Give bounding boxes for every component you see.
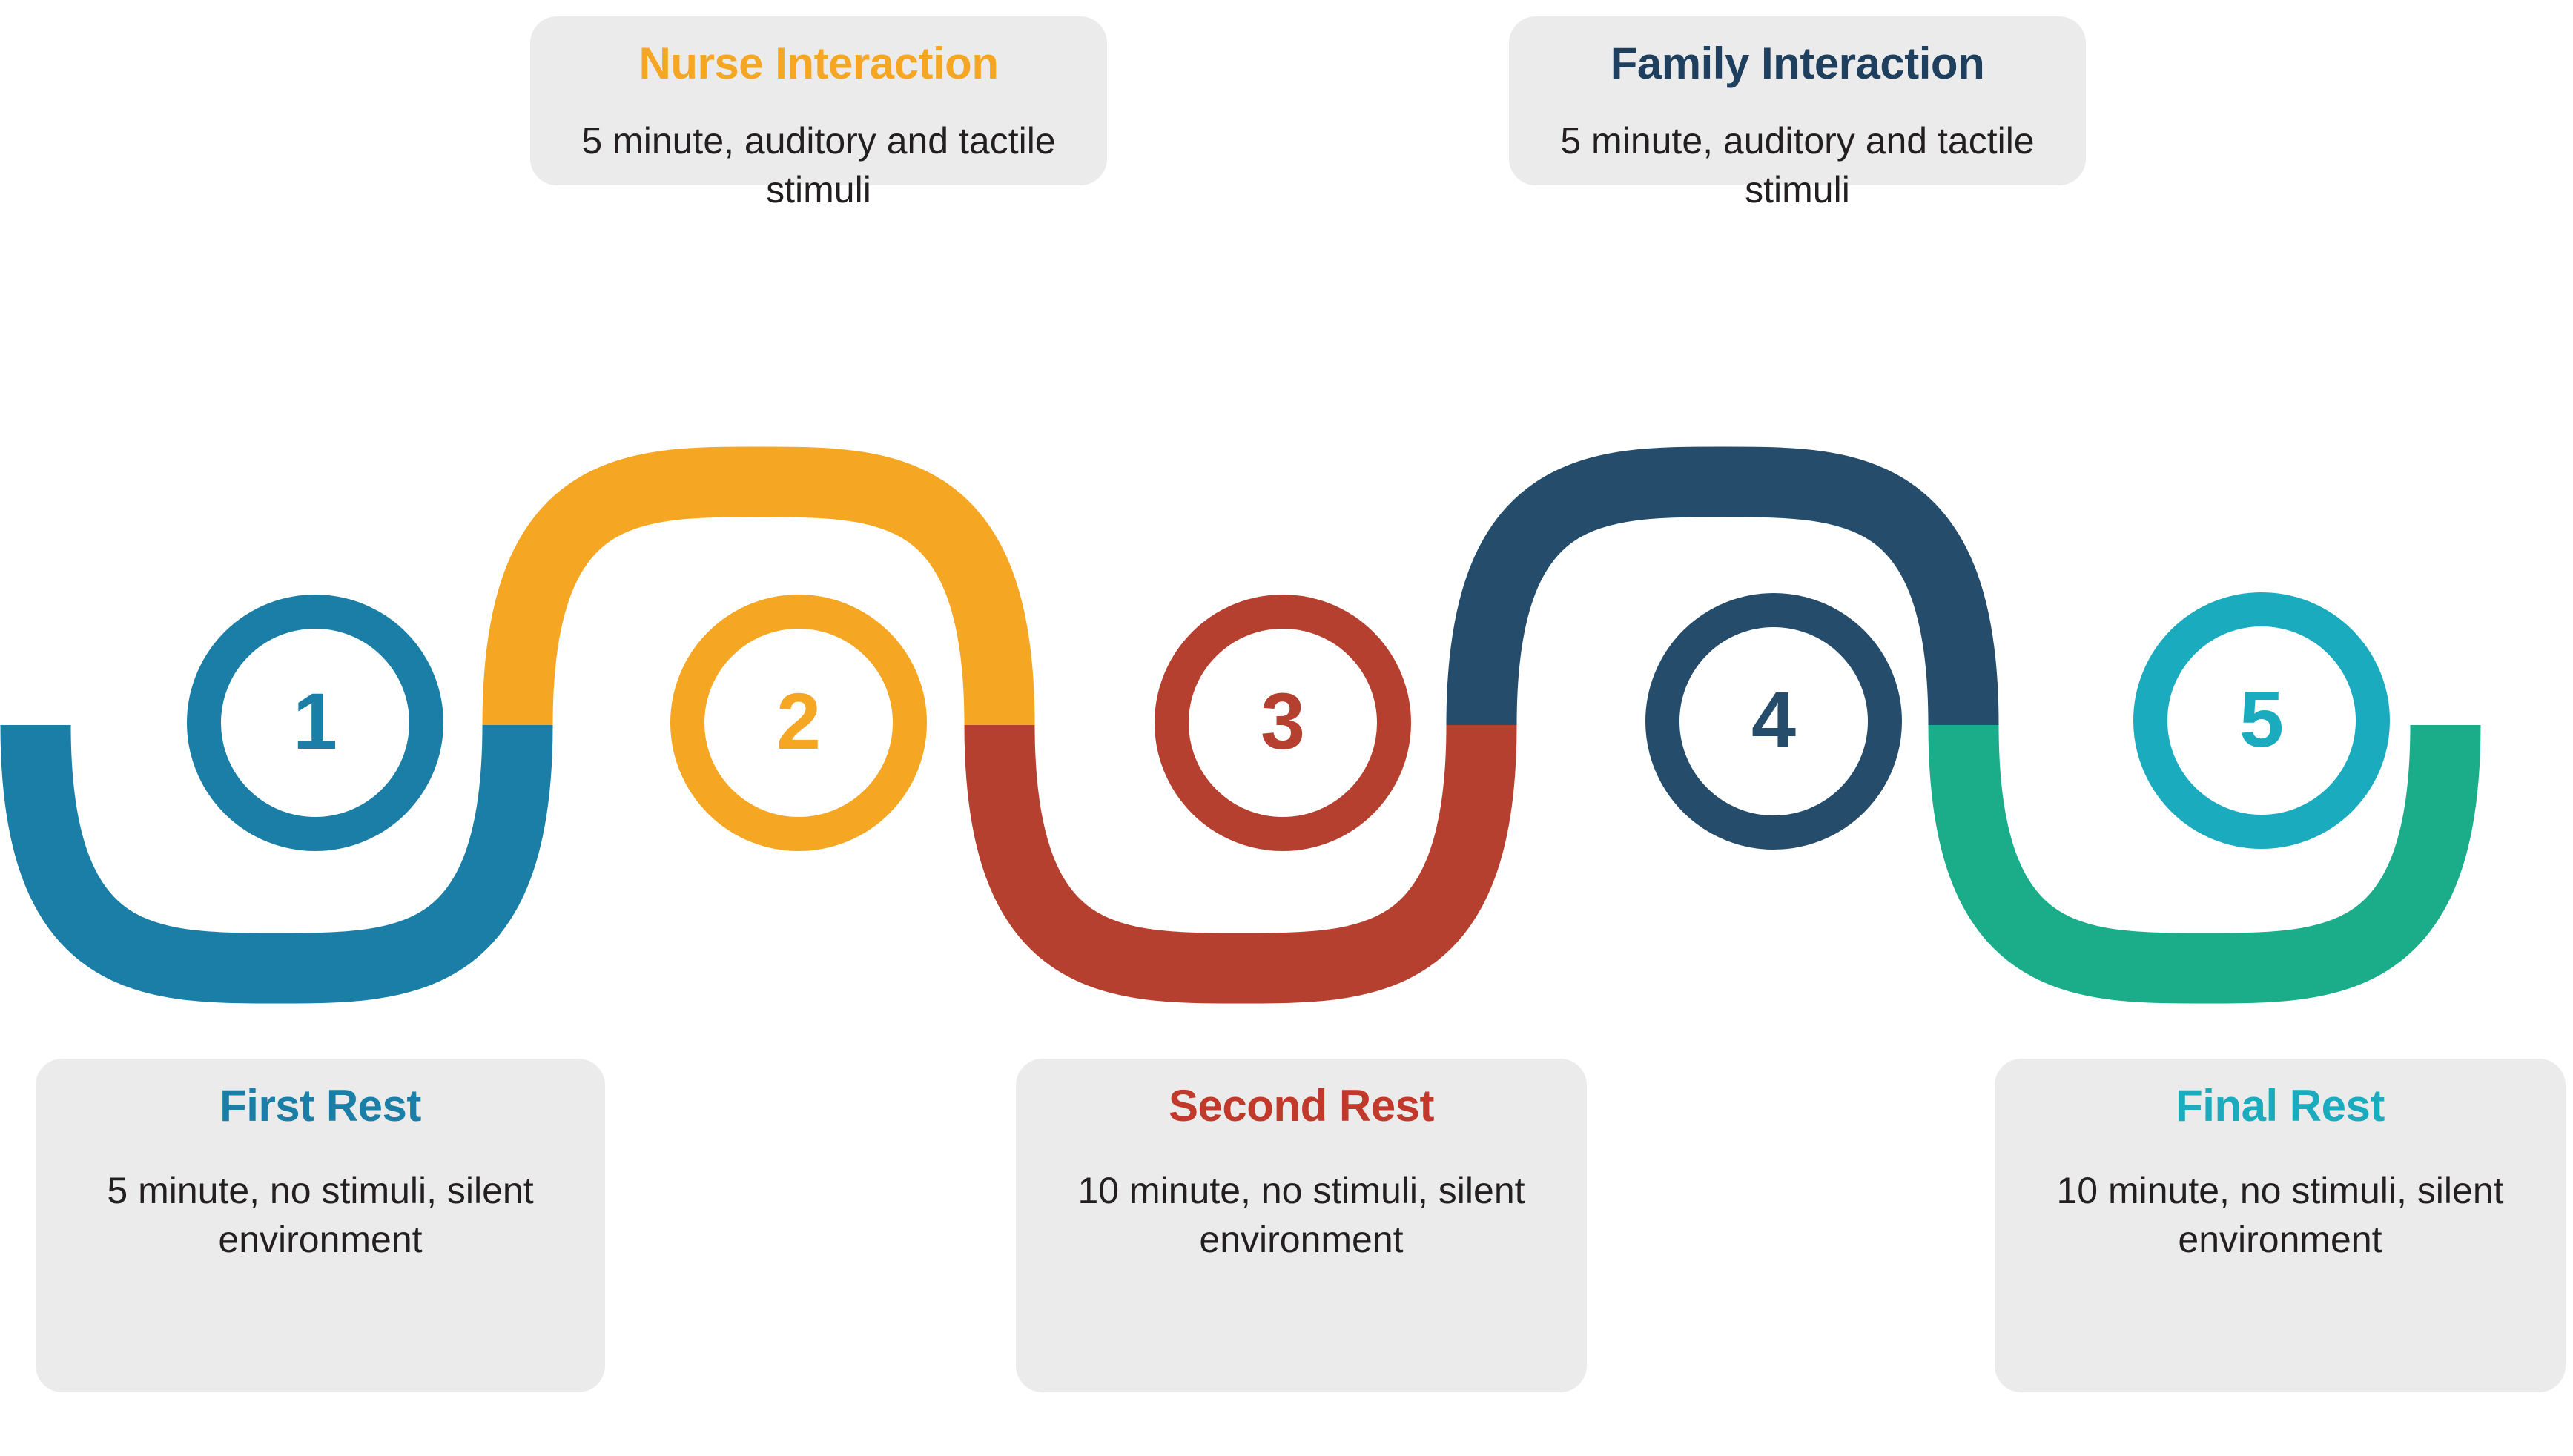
card-body-second-rest: 10 minute, no stimuli, silent environmen… <box>1077 1170 1525 1260</box>
step-number-2: 2 <box>776 676 822 766</box>
step-node-1[interactable]: 1 <box>187 595 443 851</box>
step-node-4[interactable]: 4 <box>1645 593 1902 850</box>
card-body-family-interaction: 5 minute, auditory and tactile stimuli <box>1560 120 2035 211</box>
card-nurse-interaction[interactable]: Nurse Interaction 5 minute, auditory and… <box>530 16 1107 211</box>
card-body-first-rest: 5 minute, no stimuli, silent environment <box>107 1170 534 1260</box>
wave-segment-family-interaction <box>1446 446 1999 725</box>
step-number-3: 3 <box>1260 676 1306 766</box>
card-final-rest[interactable]: Final Rest 10 minute, no stimuli, silent… <box>1995 1059 2566 1392</box>
wave-segment-final-rest <box>1928 725 2481 1004</box>
card-second-rest[interactable]: Second Rest 10 minute, no stimuli, silen… <box>1016 1059 1587 1392</box>
step-node-3[interactable]: 3 <box>1155 595 1411 851</box>
card-title-final-rest: Final Rest <box>2176 1081 2385 1131</box>
card-body-nurse-interaction: 5 minute, auditory and tactile stimuli <box>581 120 1056 211</box>
step-number-4: 4 <box>1751 675 1797 764</box>
card-title-second-rest: Second Rest <box>1169 1081 1434 1131</box>
card-title-first-rest: First Rest <box>219 1081 421 1131</box>
card-title-family-interaction: Family Interaction <box>1610 39 1985 88</box>
card-title-nurse-interaction: Nurse Interaction <box>638 39 999 88</box>
wave-segment-first-rest <box>0 725 553 1004</box>
card-family-interaction[interactable]: Family Interaction 5 minute, auditory an… <box>1509 16 2086 211</box>
card-first-rest[interactable]: First Rest 5 minute, no stimuli, silent … <box>36 1059 605 1392</box>
step-node-2[interactable]: 2 <box>670 595 927 851</box>
step-node-5[interactable]: 5 <box>2133 592 2390 849</box>
card-body-final-rest: 10 minute, no stimuli, silent environmen… <box>2056 1170 2504 1260</box>
step-number-1: 1 <box>292 676 338 766</box>
wave-segment-second-rest <box>964 725 1517 1004</box>
step-number-5: 5 <box>2239 674 2285 764</box>
wave-segment-nurse-interaction <box>482 446 1035 725</box>
